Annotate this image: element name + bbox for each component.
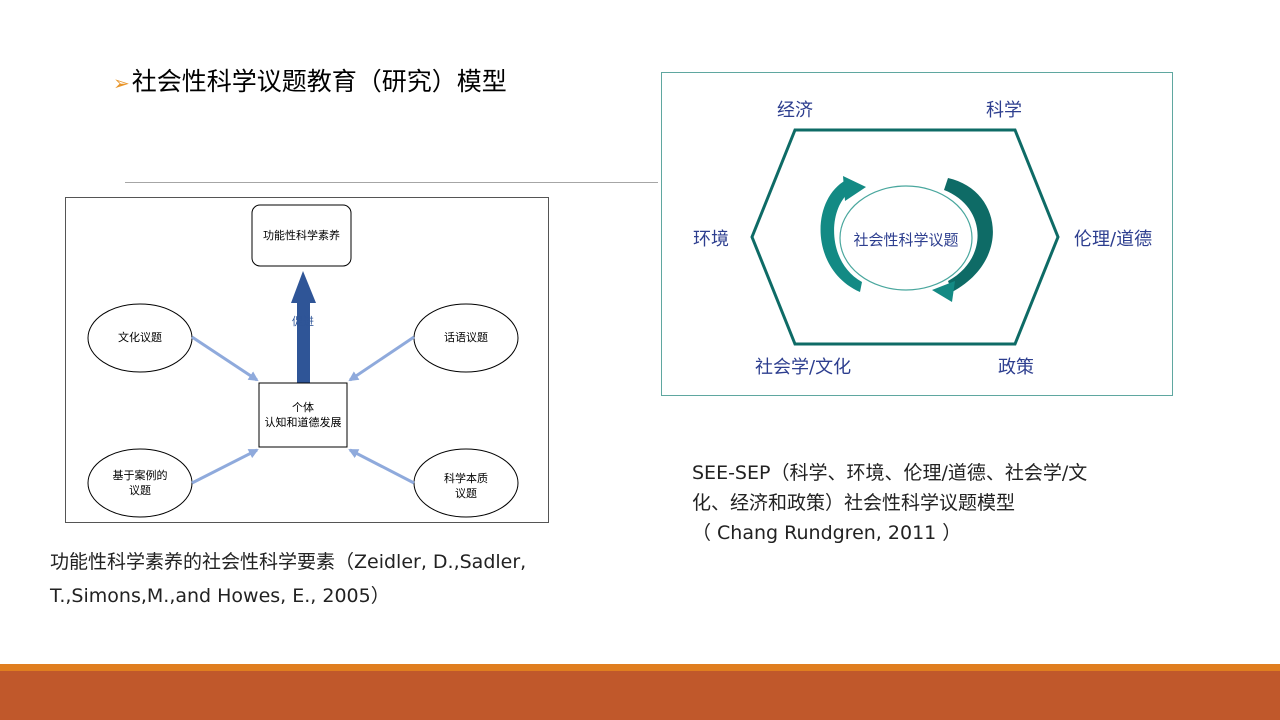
label-ssi-center: 社会性科学议题 xyxy=(853,231,959,249)
label-ethics: 伦理/道德 xyxy=(1074,229,1153,250)
left-caption-line2: T.,Simons,M.,and Howes, E., 2005） xyxy=(50,585,390,607)
label-environment: 环境 xyxy=(693,229,729,250)
label-nature-line2: 议题 xyxy=(455,487,477,500)
see-sep-diagram-frame xyxy=(661,72,1173,396)
cycle-arrow-left xyxy=(820,176,866,292)
label-promote: 促进 xyxy=(292,315,314,328)
label-economy: 经济 xyxy=(777,100,813,121)
ssi-center-ellipse xyxy=(839,185,973,291)
arrow-cultural-to-center xyxy=(191,335,259,382)
footer-accent-line xyxy=(0,664,1280,671)
arrow-discourse-to-center xyxy=(348,335,415,382)
right-diagram-caption: SEE-SEP（科学、环境、伦理/道德、社会学/文 化、经济和政策）社会性科学议… xyxy=(692,458,1192,548)
label-individual: 个体 认知和道德发展 xyxy=(252,400,354,430)
left-caption-line1: 功能性科学素养的社会性科学要素（Zeidler, D.,Sadler, xyxy=(50,551,527,573)
label-functional-literacy: 功能性科学素养 xyxy=(263,229,340,242)
label-cultural-issues: 文化议题 xyxy=(118,331,162,344)
footer-band xyxy=(0,671,1280,720)
label-policy: 政策 xyxy=(998,357,1034,378)
right-caption-line1: SEE-SEP（科学、环境、伦理/道德、社会学/文 xyxy=(692,462,1088,484)
label-nature-of-science: 科学本质 议题 xyxy=(421,471,511,501)
slide-title-text: 社会性科学议题教育（研究）模型 xyxy=(131,67,507,96)
cycle-arrow-right xyxy=(932,178,993,302)
label-case-line2: 议题 xyxy=(129,484,151,497)
label-science: 科学 xyxy=(986,100,1022,121)
right-caption-line2: 化、经济和政策）社会性科学议题模型 xyxy=(692,492,1016,514)
node-functional-literacy xyxy=(251,204,352,267)
divider-line xyxy=(125,182,658,183)
left-diagram-caption: 功能性科学素养的社会性科学要素（Zeidler, D.,Sadler, T.,S… xyxy=(50,545,620,613)
right-caption-line3: （ Chang Rundgren, 2011 ） xyxy=(692,522,962,544)
arrow-case-to-center xyxy=(191,448,259,485)
label-sociology-culture: 社会学/文化 xyxy=(755,357,852,378)
promote-arrow xyxy=(291,271,316,383)
see-sep-hexagon xyxy=(750,128,1060,346)
label-discourse-issues: 话语议题 xyxy=(444,331,488,344)
functional-literacy-diagram-frame xyxy=(65,197,549,523)
label-nature-line1: 科学本质 xyxy=(444,472,488,485)
label-case-line1: 基于案例的 xyxy=(112,469,168,482)
label-individual-line2: 认知和道德发展 xyxy=(264,416,342,429)
bullet-arrow-icon: ➢ xyxy=(113,71,130,95)
slide-title: ➢社会性科学议题教育（研究）模型 xyxy=(113,64,507,101)
label-individual-line1: 个体 xyxy=(292,401,314,414)
node-individual-development xyxy=(258,382,348,448)
label-case-based-issues: 基于案例的 议题 xyxy=(95,468,185,498)
arrow-nature-to-center xyxy=(348,448,415,485)
